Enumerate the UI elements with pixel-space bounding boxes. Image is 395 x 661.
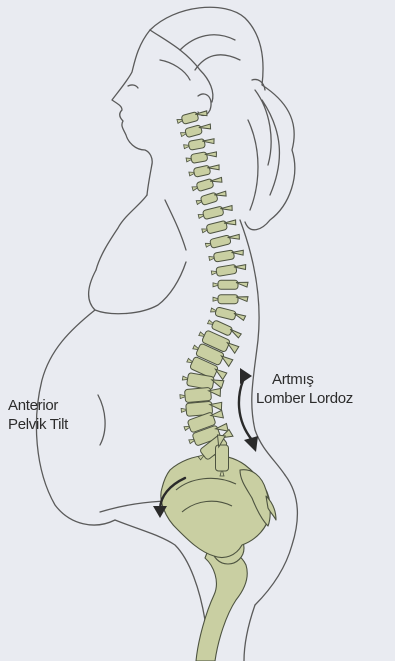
face-profile: [112, 30, 152, 164]
vertebra: [205, 232, 241, 249]
spine: [176, 109, 248, 476]
vertebra: [201, 218, 237, 235]
vertebra: [198, 204, 234, 221]
anterior-pelvic-tilt-label: Anterior Pelvik Tilt: [8, 396, 68, 434]
anterior-label-line2: Pelvik Tilt: [8, 415, 68, 434]
vertebra: [213, 280, 248, 289]
back-thigh: [244, 605, 255, 661]
lordosis-arrow-head-bottom: [244, 436, 258, 452]
hair-outline: [150, 7, 295, 230]
vertebra: [191, 175, 223, 193]
belly-fold: [98, 395, 105, 445]
back-line: [240, 220, 285, 475]
bra-cup: [89, 262, 186, 314]
anterior-label-line1: Anterior: [8, 396, 68, 415]
increased-lumbar-lordosis-label: Artmış Lomber Lordoz: [256, 370, 353, 408]
body-outline: [36, 7, 297, 661]
vertebra: [183, 137, 215, 151]
vertebra: [208, 248, 244, 263]
lordosis-arrow: [239, 376, 252, 440]
lordoz-label-line1: Artmış: [256, 370, 353, 389]
neck-front: [147, 164, 152, 195]
hair-strands: [180, 35, 279, 210]
vertebra: [195, 189, 227, 207]
vertebra: [188, 163, 220, 178]
pelvis: [161, 455, 270, 558]
eye: [128, 85, 138, 88]
lordosis-arrow-head-top: [240, 368, 252, 384]
bra-strap: [165, 200, 186, 250]
vertebra: [213, 295, 248, 304]
skeleton: [161, 455, 276, 661]
vertebra: [180, 387, 222, 404]
vertebra: [211, 263, 247, 278]
chest-line: [96, 195, 147, 270]
vertebra: [180, 122, 212, 139]
hair-front: [150, 30, 213, 102]
vertebra: [176, 109, 208, 126]
vertebra: [186, 150, 218, 164]
lordoz-label-line2: Lomber Lordoz: [256, 389, 353, 408]
